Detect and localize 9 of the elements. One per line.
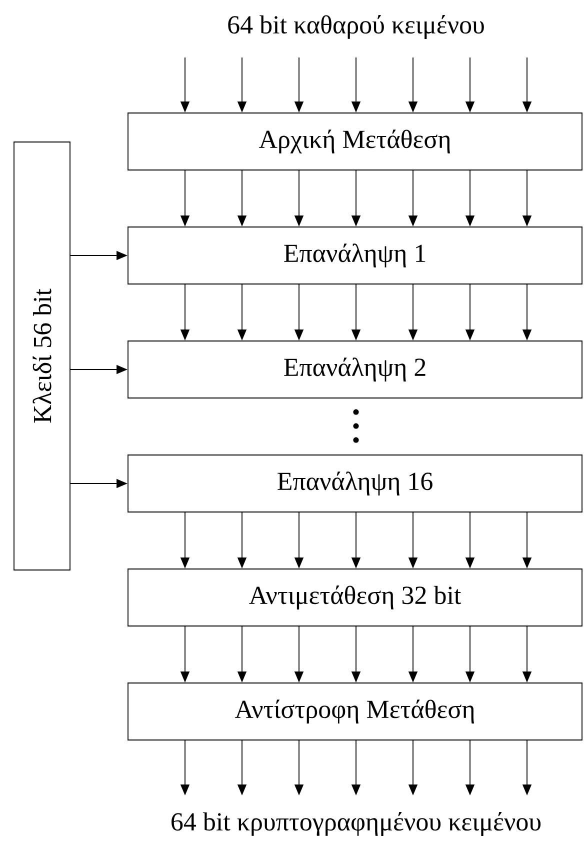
process-box: Επανάληψη 1 bbox=[128, 226, 582, 284]
process-box: Επανάληψη 2 bbox=[128, 340, 582, 398]
process-box: Αντιμετάθεση 32 bit bbox=[128, 568, 582, 626]
process-box: Επανάληψη 16 bbox=[128, 454, 582, 512]
caption-text: 64 bit κρυπτογραφημένου κειμένου bbox=[172, 812, 541, 836]
key-box: Κλειδί 56 bit bbox=[14, 142, 70, 570]
caption-text: 64 bit καθαρού κειμένου bbox=[228, 15, 484, 39]
process-box: Αντίστροφη Μετάθεση bbox=[128, 682, 582, 740]
process-box: Αρχική Μετάθεση bbox=[128, 112, 582, 170]
